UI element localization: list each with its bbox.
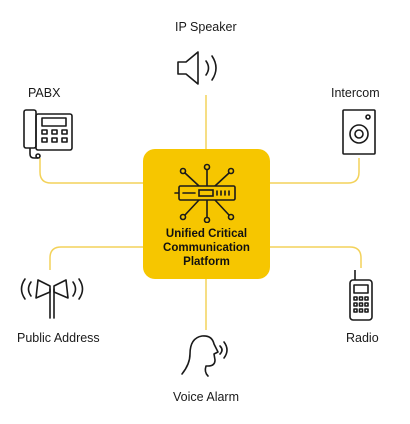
platform-title: Unified Critical Communication Platform: [143, 227, 270, 269]
phone-icon: [23, 109, 73, 159]
central-platform-box: Unified Critical Communication Platform: [143, 149, 270, 279]
public-address-label: Public Address: [17, 331, 100, 345]
radio-icon: [349, 270, 373, 321]
platform-title-line-3: Platform: [183, 256, 230, 268]
server-hub-icon: [174, 163, 236, 223]
horn-speakers-icon: [20, 278, 84, 319]
voice-alarm-label: Voice Alarm: [173, 390, 240, 404]
radio-label: Radio: [346, 331, 379, 345]
ip-speaker-label: IP Speaker: [175, 20, 237, 34]
intercom-icon: [342, 109, 376, 155]
pabx-label: PABX: [28, 86, 61, 100]
speaker-icon: [177, 51, 217, 85]
platform-title-line-1: Unified Critical: [165, 228, 248, 240]
platform-title-line-2: Communication: [163, 242, 250, 254]
voice-icon: [181, 335, 228, 377]
intercom-label: Intercom: [331, 86, 380, 100]
